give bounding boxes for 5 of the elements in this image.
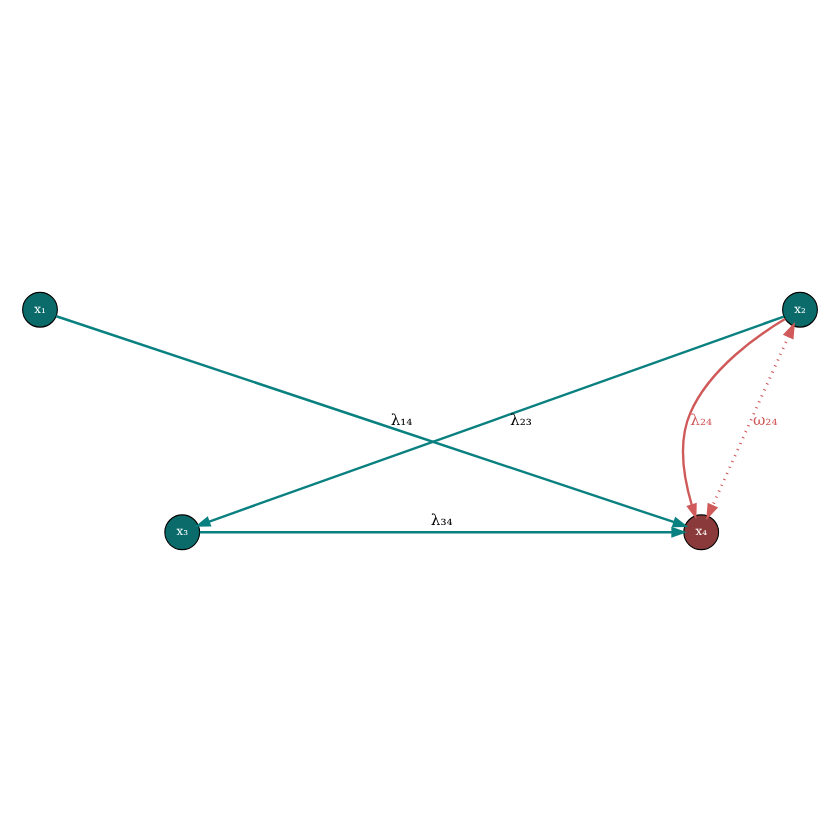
arrow: [706, 321, 795, 520]
arrow: [199, 525, 687, 537]
arrow: [55, 314, 689, 527]
arrow: [681, 317, 786, 519]
arrow: [194, 314, 785, 526]
